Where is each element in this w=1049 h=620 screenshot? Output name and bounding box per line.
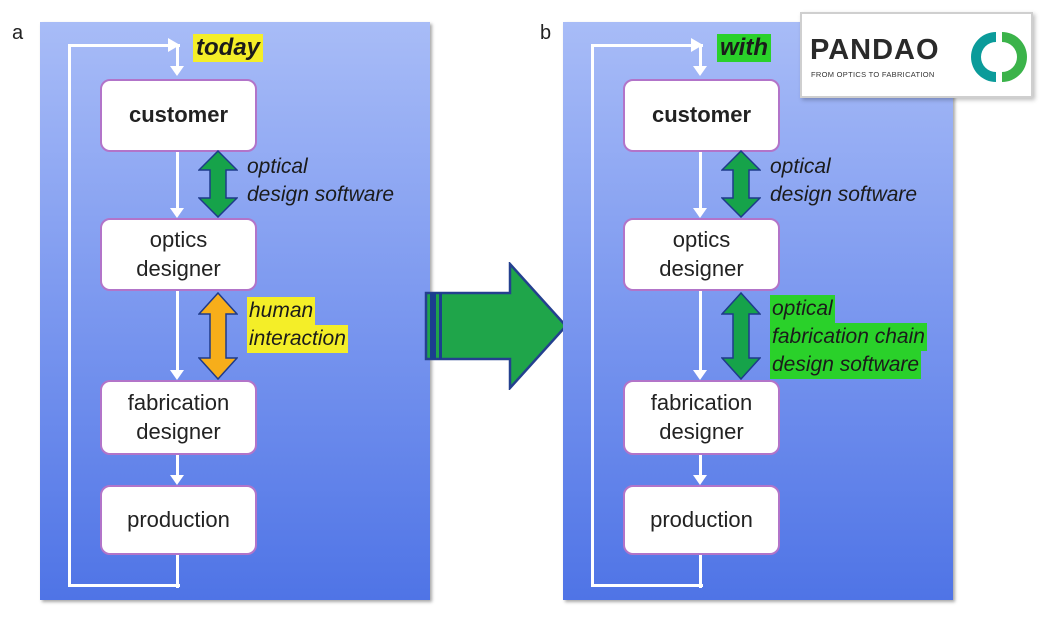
label-line: fabrication chain — [770, 323, 927, 351]
box-production-label: production — [127, 506, 230, 532]
label-line: interaction — [247, 325, 348, 353]
label-optical-design-software: optical design software — [770, 153, 917, 209]
loop-return-line — [699, 549, 702, 588]
box-customer: customer — [623, 79, 780, 152]
panel-title-with: with — [717, 34, 771, 62]
panel-letter-a: a — [12, 22, 24, 44]
box-fabrication-line2: designer — [659, 418, 744, 444]
box-production: production — [100, 485, 257, 555]
loop-down-arrowhead — [170, 66, 184, 76]
label-line: design software — [247, 183, 395, 206]
double-arrow-orange-icon — [198, 292, 238, 380]
logo-wordmark: PANDAO — [810, 34, 940, 66]
loop-down-arrowhead — [693, 66, 707, 76]
connector-arrowhead — [693, 208, 707, 218]
logo-mark-icon — [971, 32, 1027, 82]
label-optical-fabrication-chain-design-software: optical fabrication chain design softwar… — [770, 295, 927, 379]
box-optics-line1: optics — [672, 226, 731, 252]
logo-tagline: FROM OPTICS TO FABRICATION — [811, 70, 935, 79]
box-fabrication-line2: designer — [136, 418, 221, 444]
pandao-logo: PANDAO FROM OPTICS TO FABRICATION — [800, 12, 1033, 98]
box-fabrication-designer: fabrication designer — [100, 380, 257, 455]
connector-arrowhead — [170, 475, 184, 485]
transition-arrow-icon — [424, 262, 568, 390]
connector-fabrication-production — [176, 455, 179, 477]
connector-arrowhead — [170, 370, 184, 380]
connector-fabrication-production — [699, 455, 702, 477]
connector-arrowhead — [170, 208, 184, 218]
connector-optics-fabrication — [699, 291, 702, 372]
double-arrow-green-icon — [721, 150, 761, 218]
box-optics-line2: designer — [659, 255, 744, 281]
box-optics-line1: optics — [149, 226, 208, 252]
double-arrow-green-icon — [198, 150, 238, 218]
connector-customer-optics — [176, 152, 179, 210]
loop-down-line — [176, 44, 179, 72]
label-line: human — [247, 297, 316, 325]
label-line: optical — [770, 295, 835, 323]
box-fabrication-line1: fabrication — [127, 389, 230, 415]
box-production: production — [623, 485, 780, 555]
panel-letter-b: b — [540, 22, 552, 44]
box-customer-label: customer — [128, 102, 229, 128]
label-optical-design-software: optical design software — [247, 153, 394, 209]
box-customer-label: customer — [651, 102, 752, 128]
panel-with: with customer optics designer fabrication… — [563, 22, 953, 600]
box-fabrication-line1: fabrication — [650, 389, 753, 415]
label-line: design software — [770, 183, 918, 206]
box-fabrication-designer: fabrication designer — [623, 380, 780, 455]
box-production-label: production — [650, 506, 753, 532]
panel-title-today: today — [193, 34, 264, 62]
loop-return-line — [176, 549, 179, 588]
label-line: optical — [770, 155, 831, 178]
connector-optics-fabrication — [176, 291, 179, 372]
label-human-interaction: human interaction — [247, 297, 348, 353]
box-customer: customer — [100, 79, 257, 152]
connector-customer-optics — [699, 152, 702, 210]
label-line: design software — [770, 351, 922, 379]
label-line: optical — [247, 155, 308, 178]
feedback-loop — [68, 44, 180, 587]
feedback-loop — [591, 44, 703, 587]
connector-arrowhead — [693, 475, 707, 485]
double-arrow-green-icon — [721, 292, 761, 380]
connector-arrowhead — [693, 370, 707, 380]
box-optics-designer: optics designer — [623, 218, 780, 291]
loop-down-line — [699, 44, 702, 72]
box-optics-designer: optics designer — [100, 218, 257, 291]
panel-today: today customer optics designer fabricatio… — [40, 22, 430, 600]
box-optics-line2: designer — [136, 255, 221, 281]
